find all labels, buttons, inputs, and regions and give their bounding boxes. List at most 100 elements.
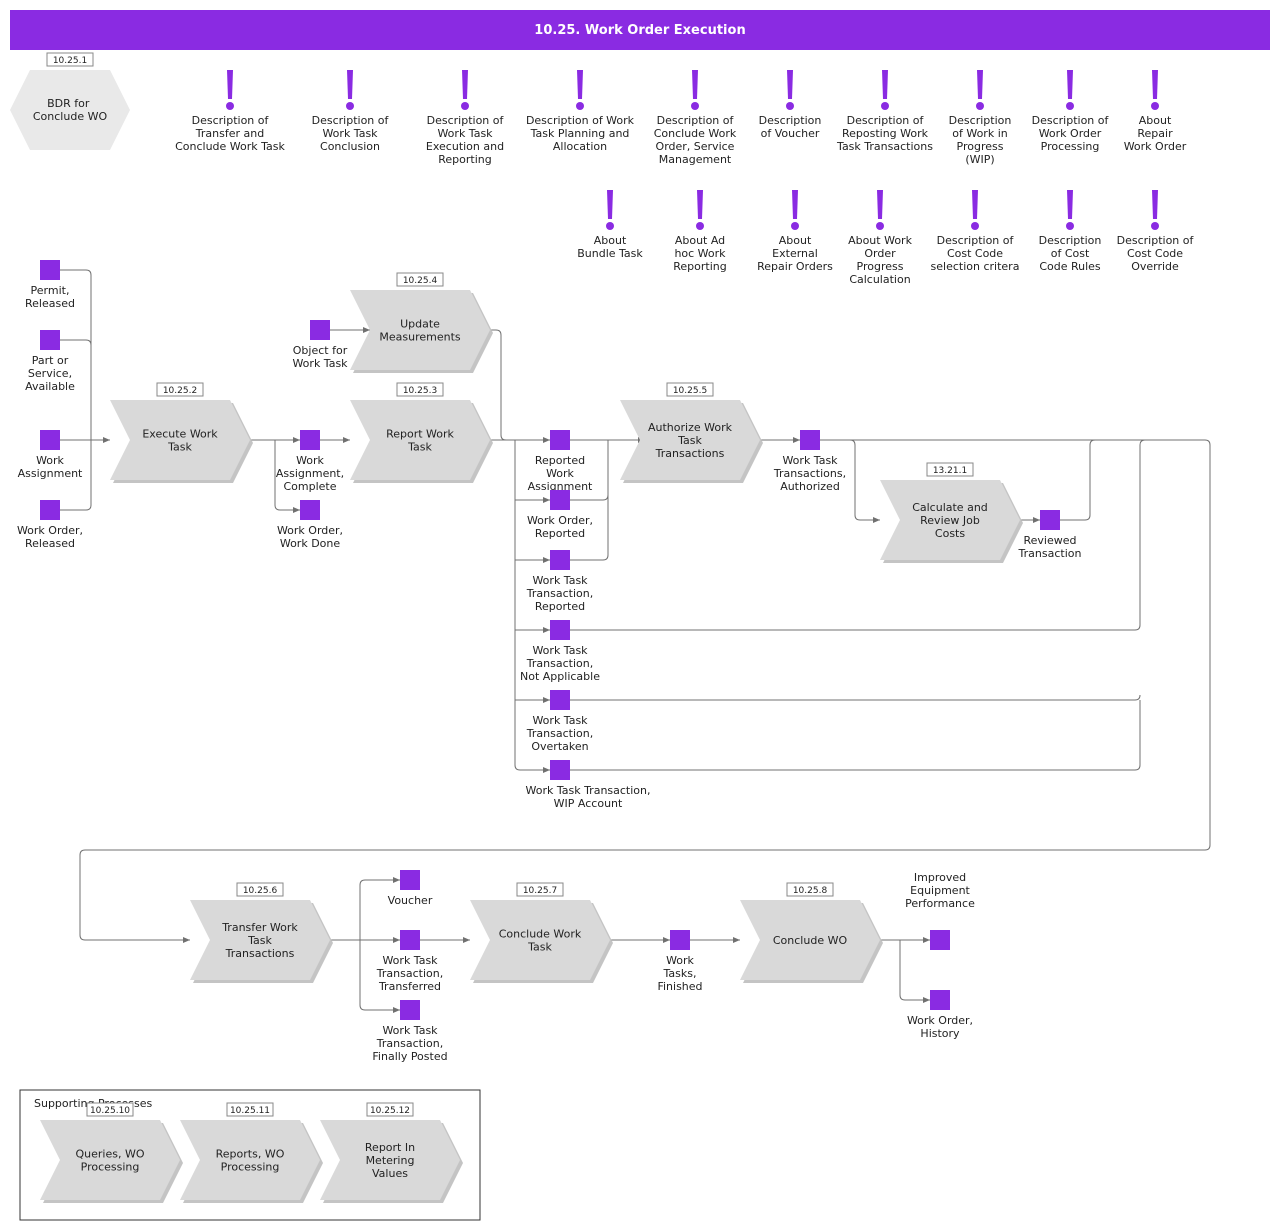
event-20[interactable]: Work Order,History <box>907 990 973 1040</box>
exclamation-icon <box>1066 190 1074 230</box>
event-square <box>930 930 950 950</box>
process-label: Conclude WO <box>773 934 848 947</box>
process-id-box <box>86 1102 134 1117</box>
event-label: Work Order,Released <box>17 524 83 550</box>
event-label: Work Order,Reported <box>527 514 593 540</box>
event-square <box>40 500 60 520</box>
event-square <box>930 990 950 1010</box>
process-id-box <box>226 1102 274 1117</box>
event-square <box>550 690 570 710</box>
connector-lines <box>60 269 1211 1013</box>
exclamation-icon <box>696 190 704 230</box>
process-id-box <box>396 382 444 397</box>
event-square <box>300 500 320 520</box>
event-12[interactable]: Work Task Transaction,WIP Account <box>525 760 651 810</box>
bdr-id-box <box>46 52 94 67</box>
exclamation-icon <box>606 190 614 230</box>
event-3[interactable]: Work Order,Released <box>17 500 83 550</box>
process-id: 13.21.1 <box>933 466 967 476</box>
bdr-conclude-wo[interactable]: 10.25.1 BDR for Conclude WO <box>10 52 130 150</box>
event-square <box>40 430 60 450</box>
exclamation-icon <box>881 70 889 110</box>
event-square <box>310 320 330 340</box>
event-6[interactable]: Work Order,Work Done <box>277 500 343 550</box>
event-square <box>800 430 820 450</box>
event-square <box>400 1000 420 1020</box>
event-0[interactable]: Permit,Released <box>25 260 75 310</box>
process-id: 10.25.11 <box>230 1106 270 1116</box>
process-id-box <box>786 882 834 897</box>
exclamation-icon <box>691 70 699 110</box>
event-15[interactable]: Voucher <box>388 870 433 907</box>
event-8[interactable]: Work Order,Reported <box>527 490 593 540</box>
exclamation-icon <box>226 70 234 110</box>
exclamation-icon <box>971 190 979 230</box>
